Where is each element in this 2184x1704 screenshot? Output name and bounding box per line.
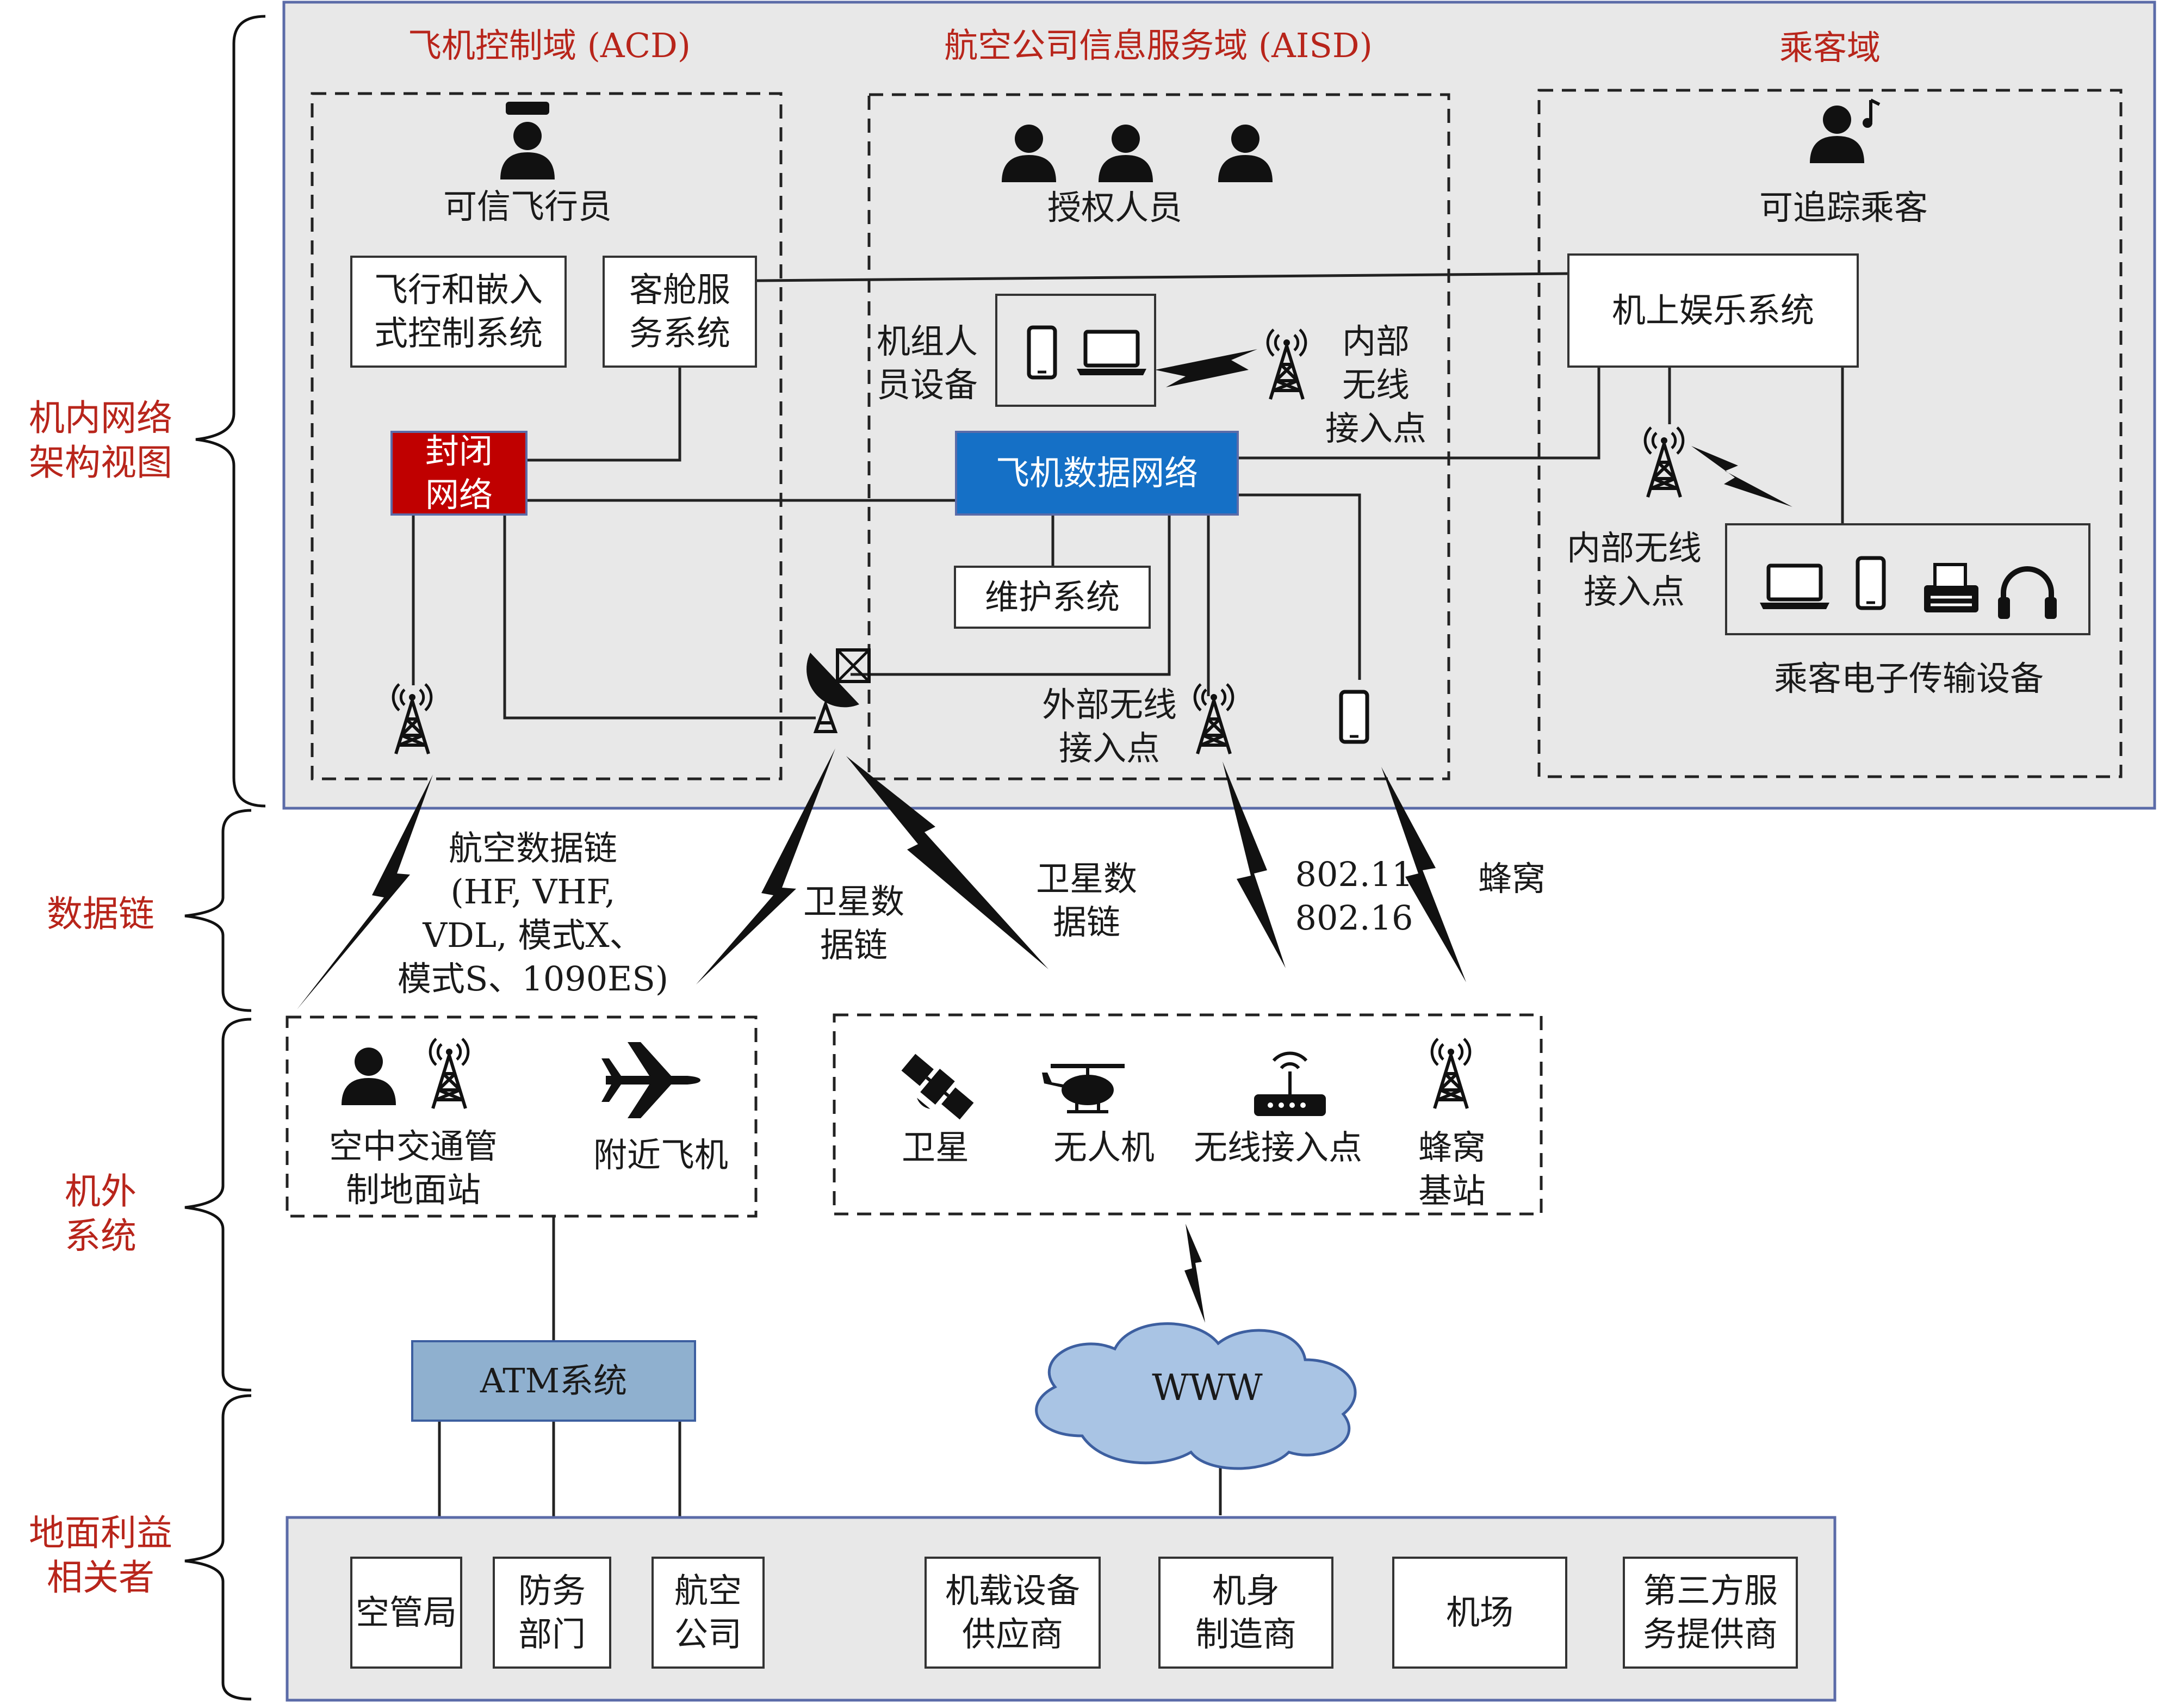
headphones-icon	[1998, 566, 2057, 619]
bolt-crew-ap	[1155, 349, 1257, 387]
acd-domain-box	[311, 92, 783, 780]
satellite-link-left-label: 卫星数 据链	[803, 882, 904, 965]
bolt-wifi	[1223, 761, 1286, 968]
satellite-link-right-label: 卫星数 据链	[1035, 859, 1137, 942]
atc-station-label: 空中交通管 制地面站	[328, 1126, 498, 1210]
aviation-datalink-label: 航空数据链 (HF, VHF, VDL, 模式X、 模式S、1090ES)	[397, 828, 669, 999]
crew-devices-frame	[995, 294, 1156, 407]
bolt-www	[1184, 1224, 1205, 1323]
crew-devices-label: 机组人 员设备	[877, 321, 978, 405]
cell-base-label: 蜂窝 基站	[1418, 1127, 1486, 1211]
passenger-title: 乘客域	[1779, 28, 1881, 67]
satellite-dish-icon	[806, 648, 871, 733]
side-label-datalink: 数据链	[47, 893, 154, 935]
stakeholder-airframe-maker: 机身制造商	[1158, 1557, 1333, 1669]
tower-icon	[430, 1039, 468, 1108]
stakeholder-airport: 机场	[1392, 1557, 1567, 1669]
airplane-icon	[601, 1042, 700, 1118]
satellite-label: 卫星	[901, 1127, 969, 1167]
ped-label: 乘客电子传输设备	[1773, 659, 2044, 698]
acd-title: 飞机控制域 (ACD)	[407, 26, 691, 65]
cellular-label: 蜂窝	[1478, 859, 1546, 899]
side-label-offboard: 机外 系统	[65, 1170, 136, 1257]
closed-network: 封闭网络	[390, 431, 528, 516]
stakeholder-airline: 航空公司	[652, 1557, 765, 1669]
aisd-domain-box	[867, 93, 1450, 780]
stakeholder-atc-bureau: 空管局	[350, 1557, 462, 1669]
wifi-standards-label: 802.11 802.16	[1295, 854, 1413, 938]
pilot-label: 可信飞行员	[443, 187, 612, 226]
side-label-ground: 地面利益 相关者	[29, 1512, 172, 1598]
uav-icon	[1042, 1064, 1125, 1113]
bolt-cellular	[1381, 767, 1466, 982]
atm-system: ATM系统	[411, 1340, 696, 1422]
side-label-onboard: 机内网络 架构视图	[29, 397, 172, 484]
aisd-title: 航空公司信息服务域 (AISD)	[944, 26, 1373, 65]
atc-nearby-box	[286, 1015, 758, 1218]
phone-icon	[1341, 692, 1367, 742]
external-ap-label: 外部无线 接入点	[1041, 685, 1177, 768]
satellite-icon	[901, 1054, 974, 1120]
uav-label: 无人机	[1053, 1127, 1155, 1167]
printer-icon	[1924, 563, 1978, 612]
flight-control-system: 飞行和嵌入式控制系统	[350, 256, 567, 368]
stakeholder-avionics-supplier: 机载设备供应商	[925, 1557, 1101, 1669]
maintenance-system: 维护系统	[954, 566, 1151, 629]
tower-icon	[1432, 1039, 1470, 1108]
controller-icon	[342, 1048, 396, 1105]
authorized-staff-label: 授权人员	[1047, 188, 1182, 227]
bolt-passenger-ap	[1691, 446, 1792, 507]
aisd-internal-ap-label: 内部 无线 接入点	[1325, 321, 1426, 448]
www-label: WWW	[1152, 1367, 1263, 1409]
router-icon	[1254, 1051, 1326, 1116]
bolt-satellite-right	[846, 756, 1048, 969]
offboard-devices-box	[833, 1013, 1543, 1216]
passenger-label: 可追踪乘客	[1759, 188, 1928, 227]
wireless-ap-label: 无线接入点	[1193, 1127, 1362, 1167]
passenger-domain-box	[1537, 89, 2123, 778]
stakeholder-defense: 防务部门	[493, 1557, 611, 1669]
cabin-service-system: 客舱服务系统	[603, 256, 757, 368]
stakeholder-third-party: 第三方服务提供商	[1623, 1557, 1798, 1669]
nearby-aircraft-label: 附近飞机	[593, 1135, 728, 1175]
www-cloud	[1035, 1322, 1357, 1470]
ped-devices-frame	[1725, 523, 2090, 635]
ife-system: 机上娱乐系统	[1567, 253, 1859, 368]
aircraft-data-network: 飞机数据网络	[955, 431, 1239, 516]
passenger-internal-ap-label: 内部无线 接入点	[1566, 528, 1702, 611]
